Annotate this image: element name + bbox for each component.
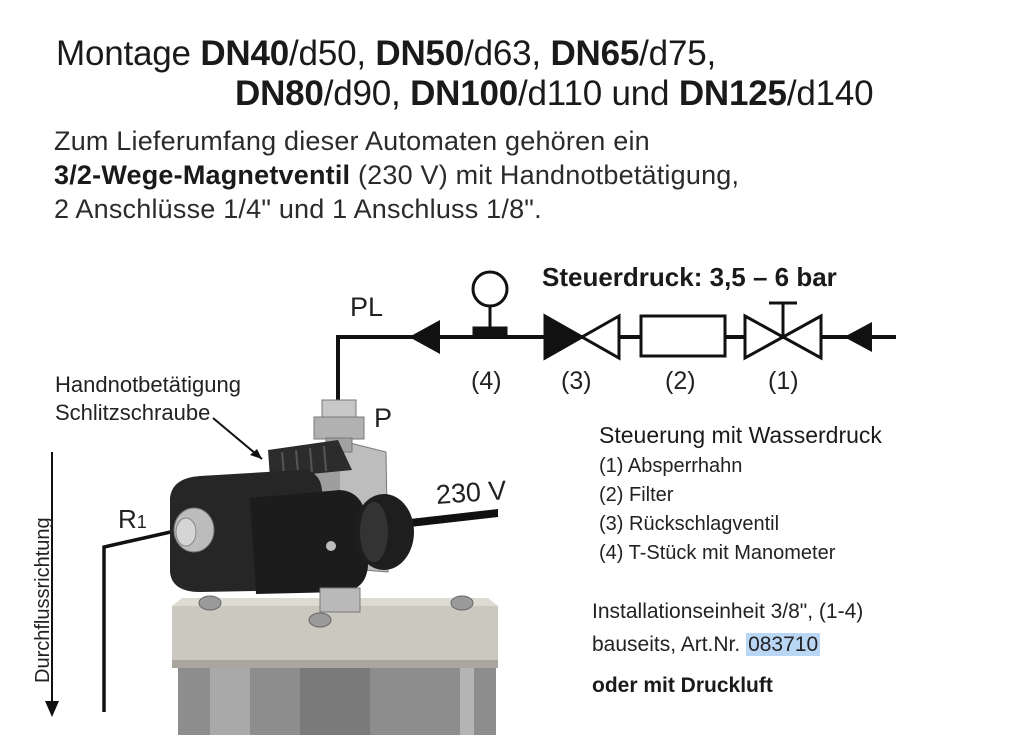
shutoff-valve-icon (743, 301, 823, 361)
legend-item-3: (3) Rückschlagventil (599, 513, 780, 535)
check-valve-icon (543, 313, 621, 361)
legend-item-1: (1) Absperrhahn (599, 455, 743, 477)
manual-override-label-2: Schlitzschraube (55, 400, 211, 425)
title-line-1: Montage DN40/d50, DN50/d63, DN65/d75, (56, 34, 717, 73)
manual-override-label-1: Handnotbetätigung (55, 372, 241, 397)
control-pressure-label: Steuerdruck: 3,5 – 6 bar (542, 262, 837, 292)
exhaust-line (102, 529, 176, 712)
legend-item-4: (4) T-Stück mit Manometer (599, 542, 836, 564)
title-line-2: DN80/d90, DN100/d110 und DN125/d140 (235, 74, 874, 113)
manometer-icon (471, 270, 509, 339)
solenoid-valve (170, 399, 414, 613)
component-number-4: (4) (471, 367, 502, 395)
legend-title: Steuerung mit Wasserdruck (599, 422, 882, 448)
pl-label: PL (350, 292, 384, 322)
install-unit-line-1: Installationseinheit 3/8", (1-4) (592, 600, 864, 623)
voltage-label: 230 V (434, 475, 508, 510)
r1-label: R1 (118, 504, 147, 534)
component-number-1: (1) (768, 367, 799, 395)
intro-line-3: 2 Anschlüsse 1/4" und 1 Anschluss 1/8". (54, 194, 542, 224)
install-unit-line-2: bauseits, Art.Nr. 083710 (592, 633, 821, 656)
legend-item-2: (2) Filter (599, 484, 674, 506)
article-number[interactable]: 083710 (746, 633, 821, 656)
intro-line-1: Zum Lieferumfang dieser Automaten gehöre… (54, 126, 650, 156)
flow-arrow-right-icon (844, 322, 872, 352)
flow-arrow-left-icon (409, 320, 440, 354)
filter-housing (172, 595, 498, 735)
flow-direction-arrow-icon (45, 701, 59, 717)
power-cable (410, 509, 498, 527)
component-number-3: (3) (561, 367, 592, 395)
filter-icon (639, 314, 727, 358)
p-label: P (374, 403, 393, 433)
air-option-label: oder mit Druckluft (592, 674, 773, 697)
flow-direction-label: Durchflussrichtung (32, 517, 54, 683)
intro-line-2: 3/2-Wege-Magnetventil (230 V) mit Handno… (54, 160, 740, 190)
component-number-2: (2) (665, 367, 696, 395)
